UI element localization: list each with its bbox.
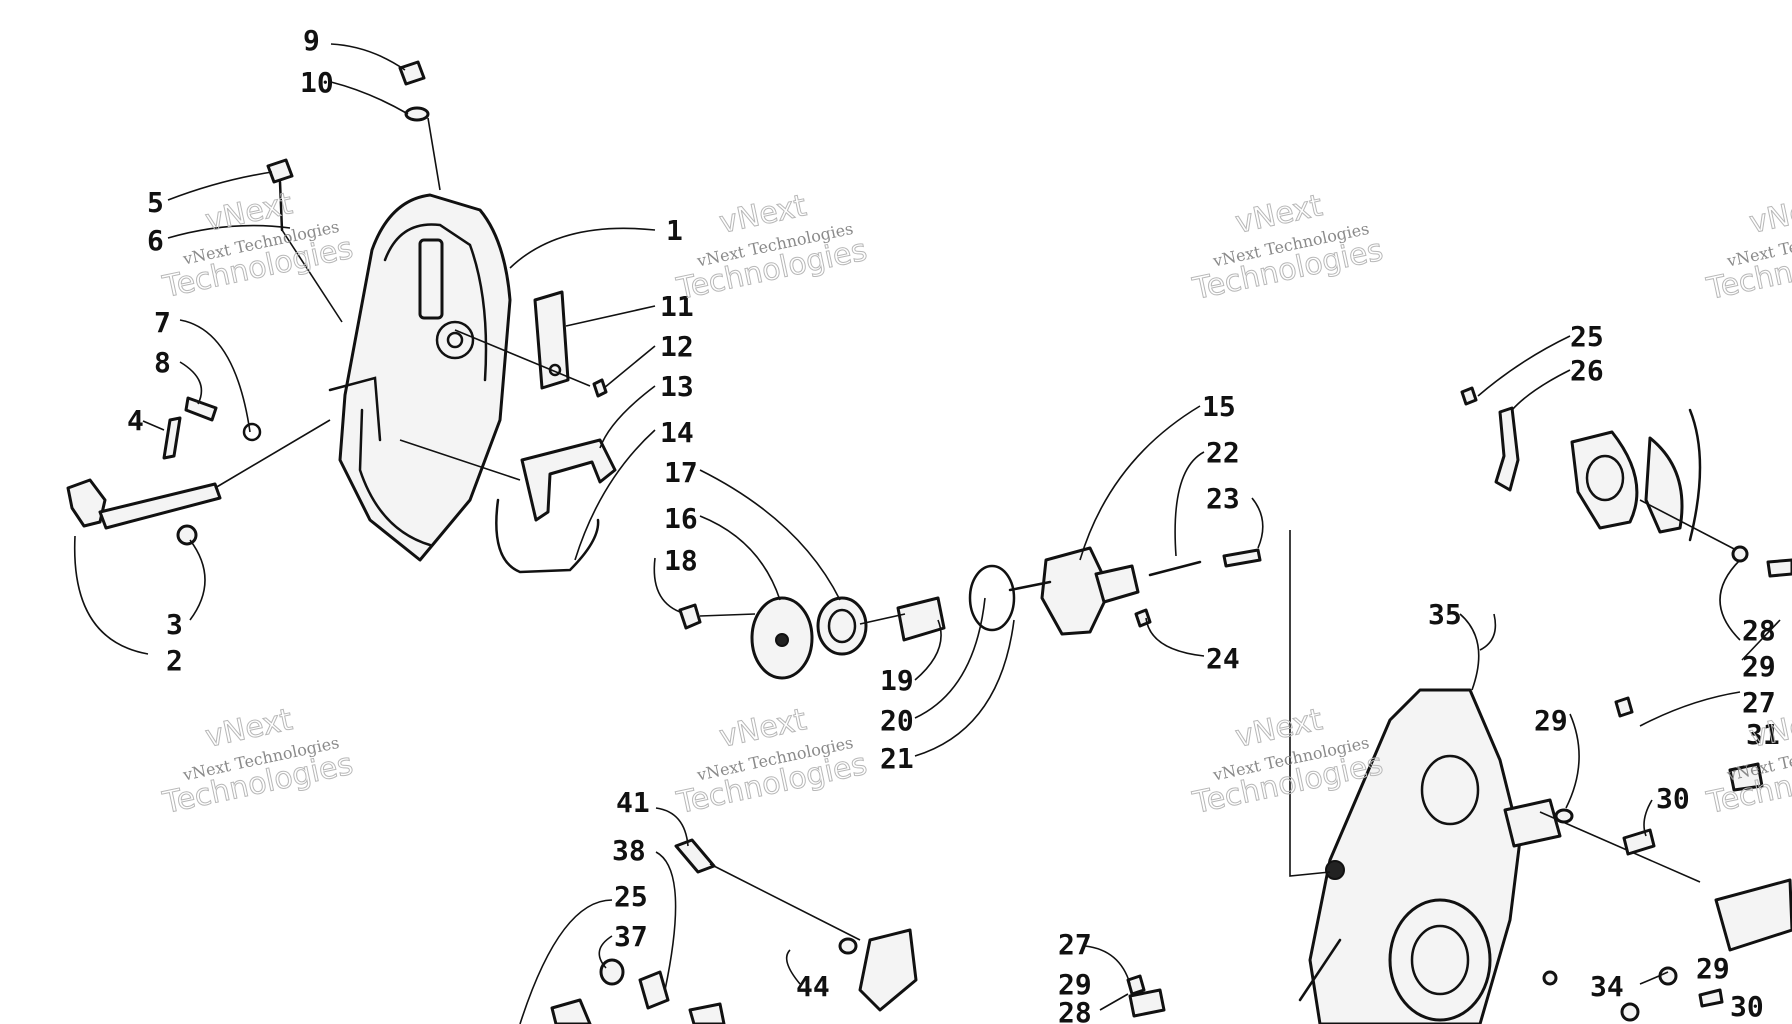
callout-29-bottom: 29 — [1058, 968, 1092, 1001]
callout-20: 20 — [880, 704, 914, 737]
parts-layer — [66, 60, 1792, 1024]
top-nut-washer — [398, 60, 441, 191]
lever-shaft — [66, 396, 331, 546]
callout-5: 5 — [147, 186, 164, 219]
gear-case — [1298, 688, 1701, 1024]
bolt-spring — [266, 158, 343, 323]
callout-37: 37 — [614, 920, 648, 953]
callout-28-bottom: 28 — [1058, 996, 1092, 1024]
pump-tensioner — [1008, 546, 1262, 636]
callout-27-right: 27 — [1742, 686, 1776, 719]
callout-12: 12 — [660, 330, 694, 363]
callout-3: 3 — [166, 608, 183, 641]
callout-11: 11 — [660, 290, 694, 323]
upper-right-bracket — [1460, 386, 1792, 578]
callout-1: 1 — [666, 214, 683, 247]
gear-case-hardware — [1542, 696, 1792, 1022]
callout-18: 18 — [664, 544, 698, 577]
callout-10: 10 — [300, 66, 334, 99]
callout-19: 19 — [880, 664, 914, 697]
callout-29-low: 29 — [1696, 952, 1730, 985]
callout-25-top: 25 — [1570, 320, 1604, 353]
callout-29-mid: 29 — [1534, 704, 1568, 737]
callout-23: 23 — [1206, 482, 1240, 515]
callout-8: 8 — [154, 346, 171, 379]
plate-screw — [454, 290, 608, 398]
watermark-5: vNext vNext Technologies Technologies — [159, 702, 357, 822]
svg-text:vNext: vNext — [1746, 188, 1792, 241]
callout-38: 38 — [612, 834, 646, 867]
callout-22: 22 — [1206, 436, 1240, 469]
callout-29-right: 29 — [1742, 650, 1776, 683]
leader-lines — [73, 43, 1781, 1024]
watermark-3: vNext vNext Technologies Technologies — [1189, 188, 1387, 308]
callout-16: 16 — [664, 502, 698, 535]
callout-24: 24 — [1206, 642, 1240, 675]
callout-30-low: 30 — [1730, 990, 1764, 1023]
chaincase-cover — [328, 193, 512, 562]
center-assembly — [678, 564, 1016, 680]
callout-9: 9 — [303, 24, 320, 57]
watermark-4: vNext vNext Technologies Technologies — [1703, 188, 1792, 308]
callout-35: 35 — [1428, 598, 1462, 631]
callout-numbers: 9 10 5 6 7 8 4 3 2 1 11 12 13 14 17 16 1… — [127, 24, 1780, 1024]
watermark-2: vNext vNext Technologies Technologies — [673, 188, 871, 308]
callout-31: 31 — [1746, 718, 1780, 751]
handle-bracket — [399, 438, 617, 574]
callout-25-low: 25 — [614, 880, 648, 913]
callout-4: 4 — [127, 404, 144, 437]
callout-21: 21 — [880, 742, 914, 775]
watermark-6: vNext vNext Technologies Technologies — [673, 702, 871, 822]
callout-15: 15 — [1202, 390, 1236, 423]
callout-44: 44 — [796, 970, 830, 1003]
callout-27-low: 27 — [1058, 928, 1092, 961]
callout-30-mid: 30 — [1656, 782, 1690, 815]
callout-2: 2 — [166, 644, 183, 677]
callout-14: 14 — [660, 416, 694, 449]
callout-34: 34 — [1590, 970, 1624, 1003]
lower-left-parts — [550, 838, 1166, 1024]
callout-26: 26 — [1570, 354, 1604, 387]
callout-41: 41 — [616, 786, 650, 819]
callout-7: 7 — [154, 306, 171, 339]
callout-28-right: 28 — [1742, 614, 1776, 647]
callout-13: 13 — [660, 370, 694, 403]
callout-17: 17 — [664, 456, 698, 489]
callout-6: 6 — [147, 224, 164, 257]
